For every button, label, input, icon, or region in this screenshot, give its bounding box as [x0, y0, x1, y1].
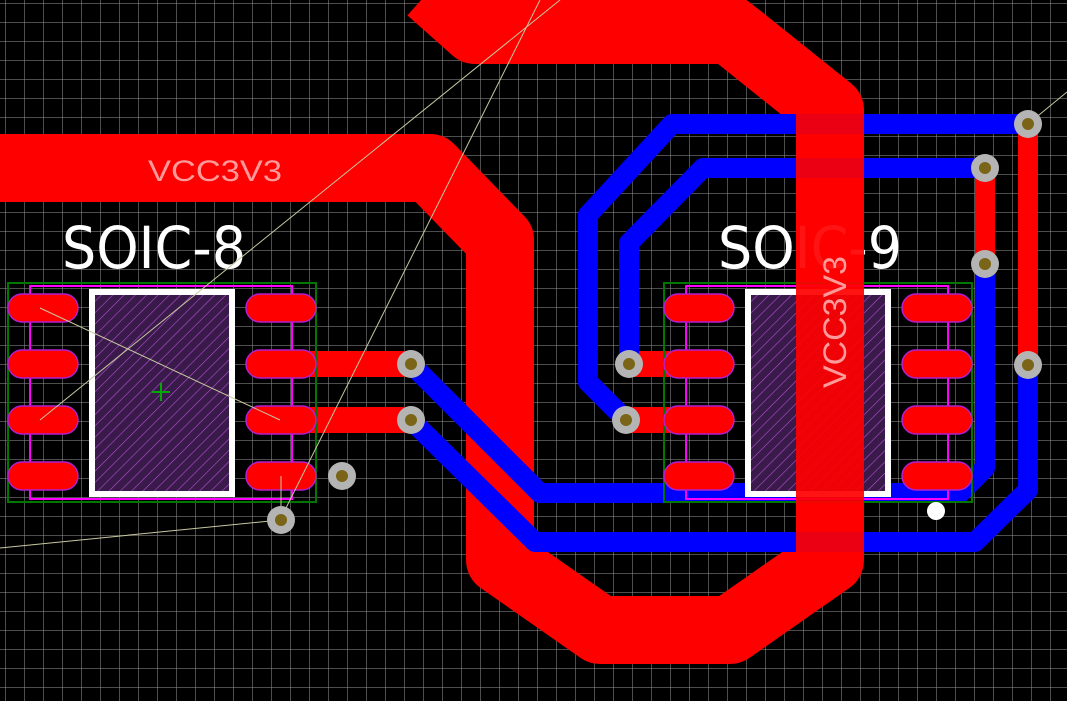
vcc3v3-track-top[interactable] [0, 0, 864, 664]
via[interactable] [1014, 351, 1042, 379]
courtyard-outline [29, 285, 293, 500]
ratsnest-line [279, 0, 541, 521]
via[interactable] [397, 350, 425, 378]
pad-4[interactable] [663, 461, 735, 491]
cursor-dot-icon [927, 502, 945, 520]
back-track-lower[interactable] [403, 365, 1038, 552]
fab-outline [7, 282, 317, 503]
via[interactable] [397, 406, 425, 434]
net-label-vcc3v3-vertical: VCC3V3 [817, 256, 853, 388]
pad-2[interactable] [663, 349, 735, 379]
pad-7[interactable] [901, 349, 973, 379]
via[interactable] [971, 154, 999, 182]
via[interactable] [971, 250, 999, 278]
pad-4[interactable] [7, 461, 79, 491]
via[interactable] [612, 406, 640, 434]
pad-6[interactable] [901, 405, 973, 435]
pad-1[interactable] [663, 293, 735, 323]
pad-8[interactable] [901, 293, 973, 323]
pad-8[interactable] [245, 293, 317, 323]
footprint-soic-8[interactable]: SOIC-8 [7, 214, 317, 503]
net-label-vcc3v3-horizontal: VCC3V3 [148, 155, 282, 188]
via[interactable] [267, 506, 295, 534]
pad-1[interactable] [7, 293, 79, 323]
back-track-loop-outer[interactable] [578, 114, 1028, 428]
back-track-outer[interactable] [403, 264, 995, 503]
ratsnest-line [0, 519, 281, 549]
via[interactable] [1014, 110, 1042, 138]
vias [267, 110, 1042, 534]
ratsnest-layer [0, 0, 1067, 549]
silkscreen-outline [89, 289, 235, 497]
reference-label: SOIC-8 [62, 214, 246, 282]
pad-5[interactable] [901, 461, 973, 491]
pad-3[interactable] [663, 405, 735, 435]
pad-7[interactable] [245, 349, 317, 379]
anchor-cross-icon [152, 383, 170, 401]
pad-2[interactable] [7, 349, 79, 379]
pad-3[interactable] [7, 405, 79, 435]
via[interactable] [615, 350, 643, 378]
via[interactable] [328, 462, 356, 490]
ratsnest-line [39, 307, 281, 421]
pad-6[interactable] [245, 405, 317, 435]
ratsnest-line [39, 0, 561, 421]
